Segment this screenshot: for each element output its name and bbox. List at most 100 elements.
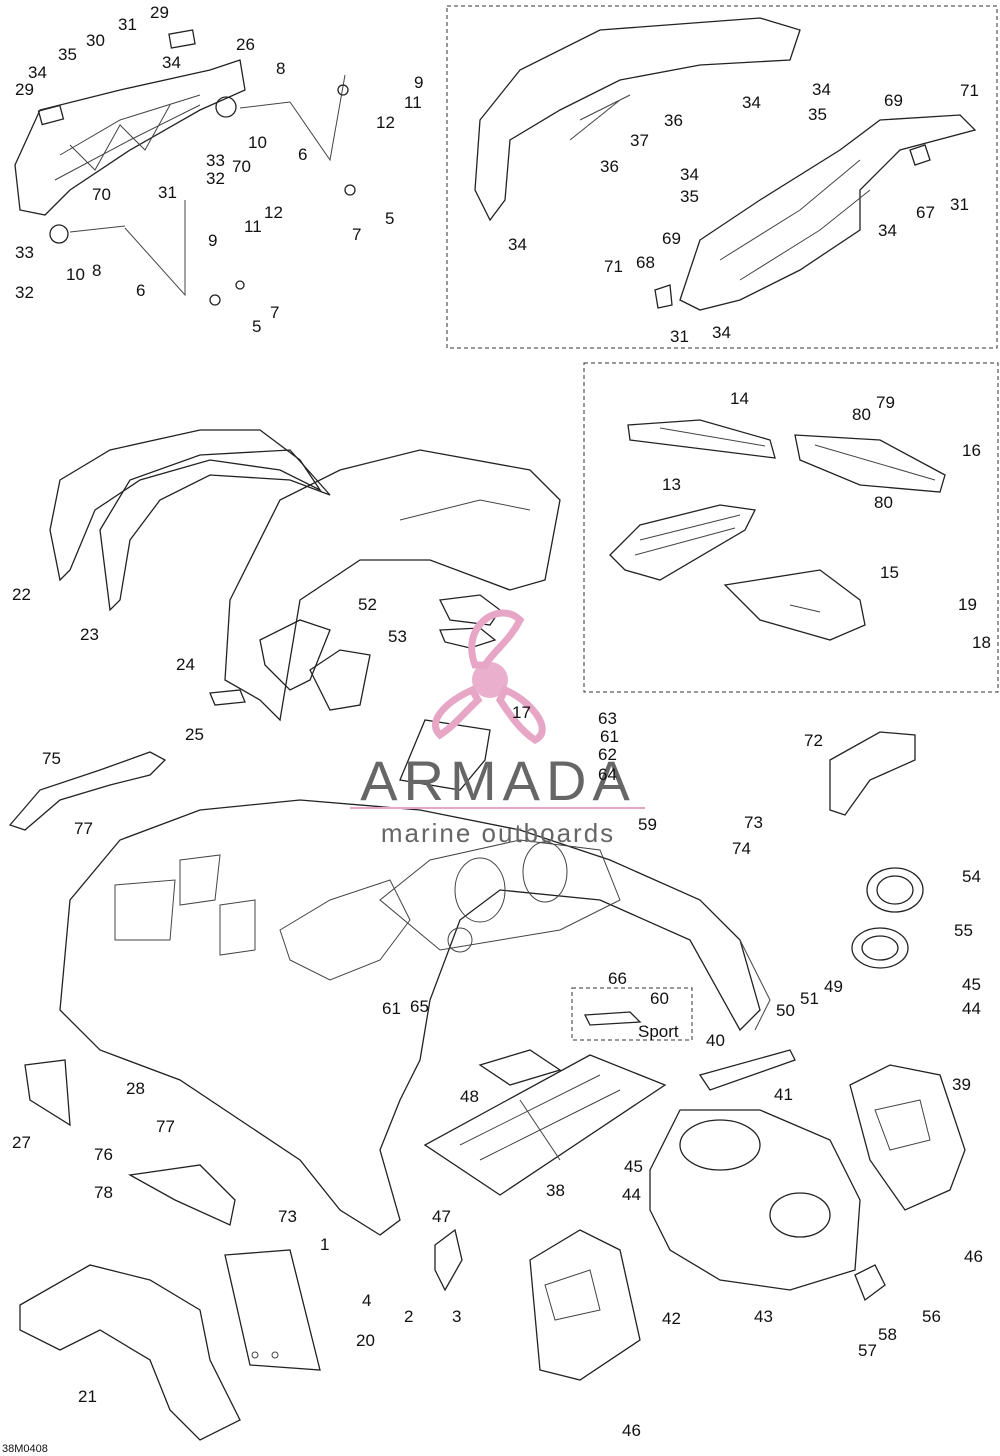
sport-text: Sport xyxy=(638,1022,679,1041)
watermark-hub-icon xyxy=(472,662,508,698)
callout-14: 14 xyxy=(730,389,749,408)
callout-26: 26 xyxy=(236,35,255,54)
callout-36: 36 xyxy=(600,157,619,176)
callout-44: 44 xyxy=(622,1185,641,1204)
callout-53: 53 xyxy=(388,627,407,646)
callout-70: 70 xyxy=(92,185,111,204)
callout-77: 77 xyxy=(156,1117,175,1136)
callout-16: 16 xyxy=(962,441,981,460)
front-fenders xyxy=(49,429,561,722)
fuel-cap-parts xyxy=(851,867,924,969)
callout-5: 5 xyxy=(252,317,261,336)
callout-8: 8 xyxy=(276,59,285,78)
callout-41: 41 xyxy=(774,1085,793,1104)
callout-66: 66 xyxy=(608,969,627,988)
callout-38: 38 xyxy=(546,1181,565,1200)
callout-57: 57 xyxy=(858,1341,877,1360)
callout-24: 24 xyxy=(176,655,195,674)
callout-60: 60 xyxy=(650,989,669,1008)
callout-33: 33 xyxy=(206,151,225,170)
callout-44: 44 xyxy=(962,999,981,1018)
callout-80: 80 xyxy=(874,493,893,512)
callout-34: 34 xyxy=(812,80,831,99)
callout-48: 48 xyxy=(460,1087,479,1106)
callout-63: 63 xyxy=(598,709,617,728)
mount-bracket xyxy=(698,1049,796,1091)
callout-31: 31 xyxy=(118,15,137,34)
callout-31: 31 xyxy=(158,183,177,202)
callout-34: 34 xyxy=(680,165,699,184)
callout-10: 10 xyxy=(66,265,85,284)
callout-31: 31 xyxy=(950,195,969,214)
callout-75: 75 xyxy=(42,749,61,768)
callout-74: 74 xyxy=(732,839,751,858)
callout-17: 17 xyxy=(512,703,531,722)
callout-9: 9 xyxy=(208,231,217,250)
sport-label-box xyxy=(571,987,693,1041)
callout-32: 32 xyxy=(206,169,225,188)
drawing-code: 38M0408 xyxy=(2,1443,48,1455)
callout-20: 20 xyxy=(356,1331,375,1350)
grilles-group xyxy=(609,419,946,641)
callout-37: 37 xyxy=(630,131,649,150)
callout-10: 10 xyxy=(248,133,267,152)
callout-61: 61 xyxy=(382,999,401,1018)
callout-4: 4 xyxy=(362,1291,371,1310)
main-hood xyxy=(59,799,771,1236)
callout-47: 47 xyxy=(432,1207,451,1226)
callout-71: 71 xyxy=(604,257,623,276)
callout-33: 33 xyxy=(15,243,34,262)
callout-3: 3 xyxy=(452,1307,461,1326)
handlebar-assembly xyxy=(474,17,977,311)
callout-35: 35 xyxy=(680,187,699,206)
callout-55: 55 xyxy=(954,921,973,940)
callout-29: 29 xyxy=(15,80,34,99)
belly-plates xyxy=(19,1249,321,1441)
callout-76: 76 xyxy=(94,1145,113,1164)
callout-80: 80 xyxy=(852,405,871,424)
watermark-brand: ARMADA xyxy=(360,749,636,812)
floor-tray xyxy=(423,1049,667,1196)
callout-11: 11 xyxy=(404,93,422,112)
watermark-blade-icon xyxy=(468,609,525,669)
callout-71: 71 xyxy=(960,81,979,100)
callout-64: 64 xyxy=(598,765,617,784)
callout-21: 21 xyxy=(78,1387,97,1406)
callout-42: 42 xyxy=(662,1309,681,1328)
callout-30: 30 xyxy=(86,31,105,50)
callout-46: 46 xyxy=(622,1421,641,1440)
callout-19: 19 xyxy=(958,595,977,614)
callout-51: 51 xyxy=(800,989,819,1008)
callout-12: 12 xyxy=(376,113,395,132)
side-grille-panels xyxy=(529,1064,966,1381)
callout-52: 52 xyxy=(358,595,377,614)
callout-68: 68 xyxy=(636,253,655,272)
inset-frame-grilles xyxy=(583,362,999,693)
callout-9: 9 xyxy=(414,73,423,92)
callout-34: 34 xyxy=(742,93,761,112)
callout-49: 49 xyxy=(824,977,843,996)
handle-bracket-assembly xyxy=(14,29,356,306)
callout-36: 36 xyxy=(664,111,683,130)
callout-69: 69 xyxy=(884,91,903,110)
trim-strip xyxy=(8,751,167,831)
callout-22: 22 xyxy=(12,585,31,604)
callout-61: 61 xyxy=(600,727,619,746)
fuel-tank-console xyxy=(649,1109,861,1291)
sport-nameplate xyxy=(583,1011,642,1026)
callout-29: 29 xyxy=(150,3,169,22)
callout-6: 6 xyxy=(136,281,145,300)
callout-34: 34 xyxy=(508,235,527,254)
callout-25: 25 xyxy=(185,725,204,744)
callout-70: 70 xyxy=(232,157,251,176)
callout-27: 27 xyxy=(12,1133,31,1152)
callout-34: 34 xyxy=(712,323,731,342)
callout-65: 65 xyxy=(410,997,429,1016)
callout-62: 62 xyxy=(598,745,617,764)
watermark-logo: ARMADA marine outboards xyxy=(350,609,645,848)
callout-11: 11 xyxy=(244,217,262,236)
callout-45: 45 xyxy=(962,975,981,994)
callout-73: 73 xyxy=(278,1207,297,1226)
callout-79: 79 xyxy=(876,393,895,412)
